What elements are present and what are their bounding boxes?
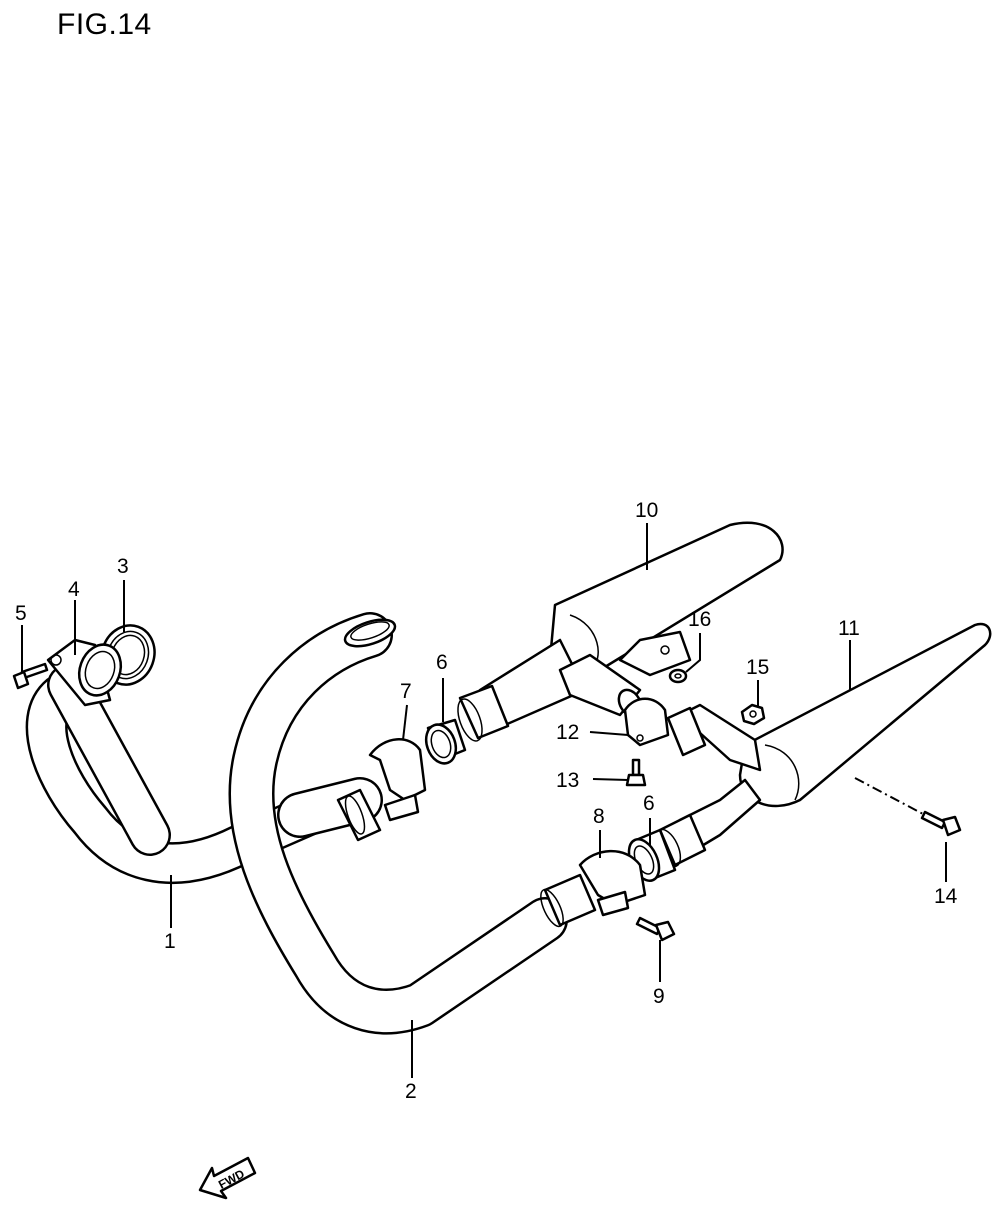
front-exhaust-pipe [25,664,341,885]
rear-exhaust-pipe [228,612,568,1035]
figure-title: FIG.14 [57,8,152,41]
callout-2: 2 [405,1080,417,1103]
callout-16: 16 [688,608,711,631]
pipe-clamp-middle [623,697,670,747]
callout-10: 10 [635,499,658,522]
callout-3: 3 [117,555,129,578]
exhaust-flange [46,638,123,707]
mounting-axis-line [854,777,926,816]
callout-1: 1 [164,930,176,953]
callout-14: 14 [934,885,958,908]
bracket-bolt [625,758,647,787]
connector-sleeve-front [424,718,467,765]
pipe-clamp-front [336,738,427,842]
callout-6-front: 6 [436,651,448,674]
callout-13: 13 [556,769,579,792]
washer [668,668,688,684]
callout-7: 7 [400,680,412,703]
callout-5: 5 [15,602,27,625]
lower-muffler [654,622,992,868]
callout-15: 15 [746,656,769,679]
clamp-bolt [635,916,676,942]
flange-bolt [12,662,49,690]
callout-11: 11 [838,617,860,640]
pipe-clamp-rear [540,849,647,928]
muffler-mount-bolt [920,810,962,837]
upper-muffler [457,521,784,742]
muffler-nut [740,703,766,726]
arrow-down-left-icon: FWD [198,1156,257,1200]
callout-6-rear: 6 [643,792,655,815]
callout-labels: 1 2 3 4 5 6 6 7 8 9 10 11 12 13 14 15 16 [15,499,958,1103]
callout-8: 8 [593,805,605,828]
callout-12: 12 [556,721,579,744]
leader-lines [21,523,947,1078]
callout-9: 9 [653,985,665,1008]
callout-4: 4 [68,578,80,601]
